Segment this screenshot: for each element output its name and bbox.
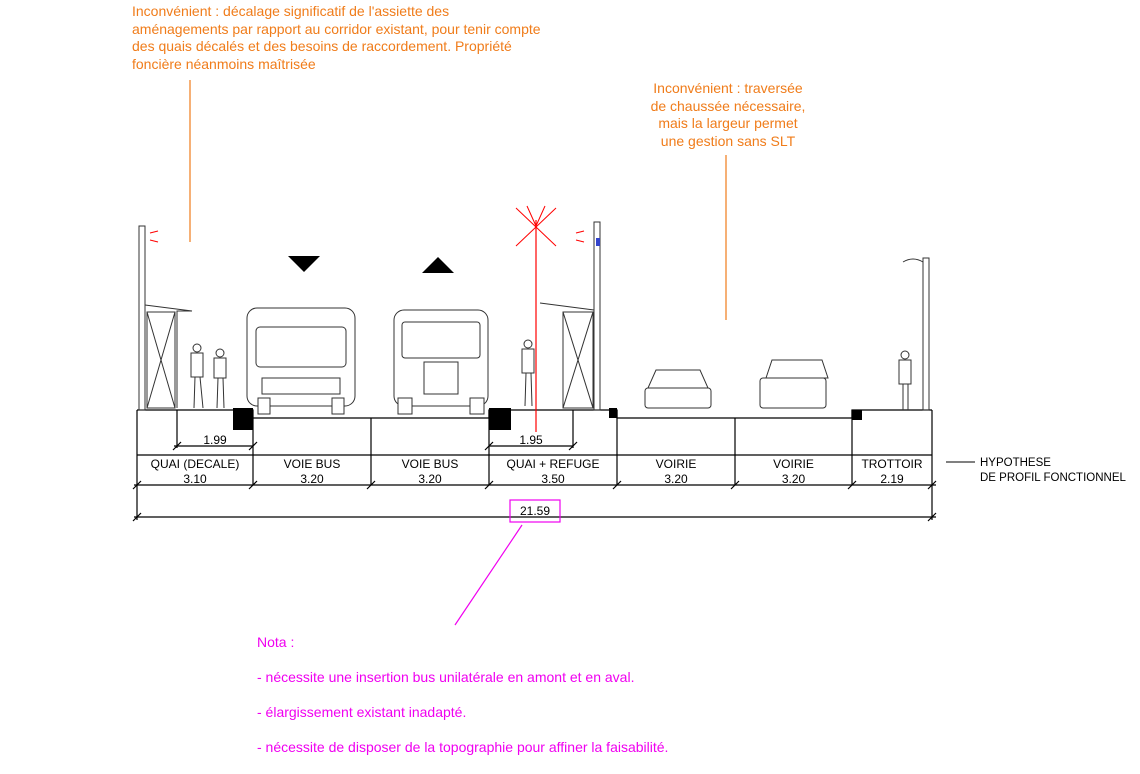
pedestrians [190,339,912,410]
segment-label: VOIE BUS [283,457,341,471]
pole [138,225,146,411]
segment-label: VOIE BUS [401,457,459,471]
segment-label: QUAI + REFUGE [506,457,600,471]
nota-line: - nécessite de disposer de la topographi… [257,738,669,755]
segment-width: 2.19 [880,472,904,486]
segment-width: 3.20 [300,472,324,486]
pole [593,221,601,411]
total-width-box [509,499,561,523]
segment-width: 3.20 [418,472,442,486]
street-lamp [922,257,930,411]
curb [609,408,617,418]
sub-dim-quai-refuge: 1.95 [519,433,543,447]
car [644,369,712,409]
segment-width: 3.20 [664,472,688,486]
segment-width: 3.20 [781,472,806,486]
direction-down-icon [288,256,320,272]
legend-line-1: HYPOTHESE [980,457,1051,469]
traffic-signal-icon [515,205,557,247]
curb [489,408,511,430]
sub-dim-quai-decale: 1.99 [203,433,227,447]
curb [852,410,862,420]
segment-width: 3.10 [183,472,207,486]
pickup-truck [759,359,829,409]
bus-shelter [562,311,594,409]
nota-line: - nécessite une insertion bus unilatéral… [257,668,635,685]
bus-rear [393,309,489,415]
segment-width: 3.50 [541,472,565,486]
note-top-left: Inconvénient : décalage significatif de … [132,3,541,72]
profile-legend: HYPOTHESE DE PROFIL FONCTIONNEL [980,456,1126,486]
ground-profile [132,409,937,522]
segment-label: TROTTOIR [861,457,923,471]
note-top-right: Inconvénient : traversée de chaussée néc… [650,80,806,149]
nota-line: - élargissement existant inadapté. [257,703,467,720]
nota-title: Nota : [257,633,295,650]
legend-line-2: DE PROFIL FONCTIONNEL [980,472,1126,484]
segment-label: VOIRIE [773,457,814,471]
segment-label: QUAI (DECALE) [150,457,240,471]
bus-shelter [146,311,176,409]
segment-label: VOIRIE [655,457,697,471]
total-width: 21.59 [519,504,551,518]
curb [233,408,253,430]
bus-front [246,307,356,415]
nota-block: Nota : - nécessite une insertion bus uni… [257,616,668,774]
direction-up-icon [422,257,454,273]
